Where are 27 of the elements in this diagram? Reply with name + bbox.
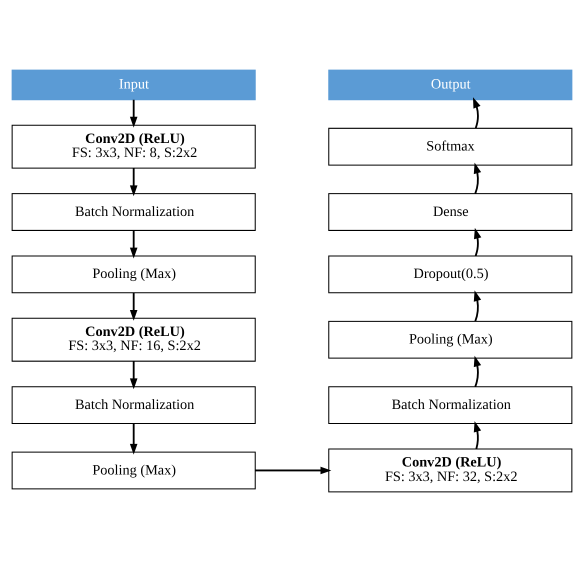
arrow bbox=[130, 99, 138, 128]
node-box: Conv2D (ReLU) FS: 3x3, NF: 8, S:2x2 bbox=[12, 124, 256, 168]
node-box: Batch Normalization bbox=[12, 386, 256, 424]
node-box: Conv2D (ReLU) FS: 3x3, NF: 16, S:2x2 bbox=[12, 317, 256, 362]
arrow bbox=[130, 292, 138, 320]
node-box: Output bbox=[328, 69, 572, 100]
arrow bbox=[474, 420, 482, 448]
arrow bbox=[472, 96, 481, 128]
node-box: Pooling (Max) bbox=[328, 320, 572, 358]
arrow bbox=[474, 162, 482, 194]
node-box: Conv2D (ReLU) FS: 3x3, NF: 32, S:2x2 bbox=[328, 448, 572, 492]
arrow bbox=[130, 423, 138, 454]
node-box: Pooling (Max) bbox=[12, 254, 256, 293]
arrow bbox=[130, 360, 138, 389]
node-box: Softmax bbox=[328, 127, 572, 166]
node-box: Batch Normalization bbox=[328, 386, 572, 424]
node-box: Dense bbox=[328, 192, 572, 230]
node-box: Dropout(0.5) bbox=[328, 254, 572, 293]
arrow bbox=[474, 290, 482, 321]
arrow bbox=[474, 355, 482, 386]
arrow bbox=[130, 168, 138, 196]
node-box: Batch Normalization bbox=[12, 192, 256, 230]
node-box: Pooling (Max) bbox=[12, 451, 256, 489]
node-box: Input bbox=[12, 69, 256, 100]
arrow bbox=[256, 466, 332, 474]
arrow bbox=[474, 227, 482, 256]
arrow bbox=[130, 230, 138, 258]
